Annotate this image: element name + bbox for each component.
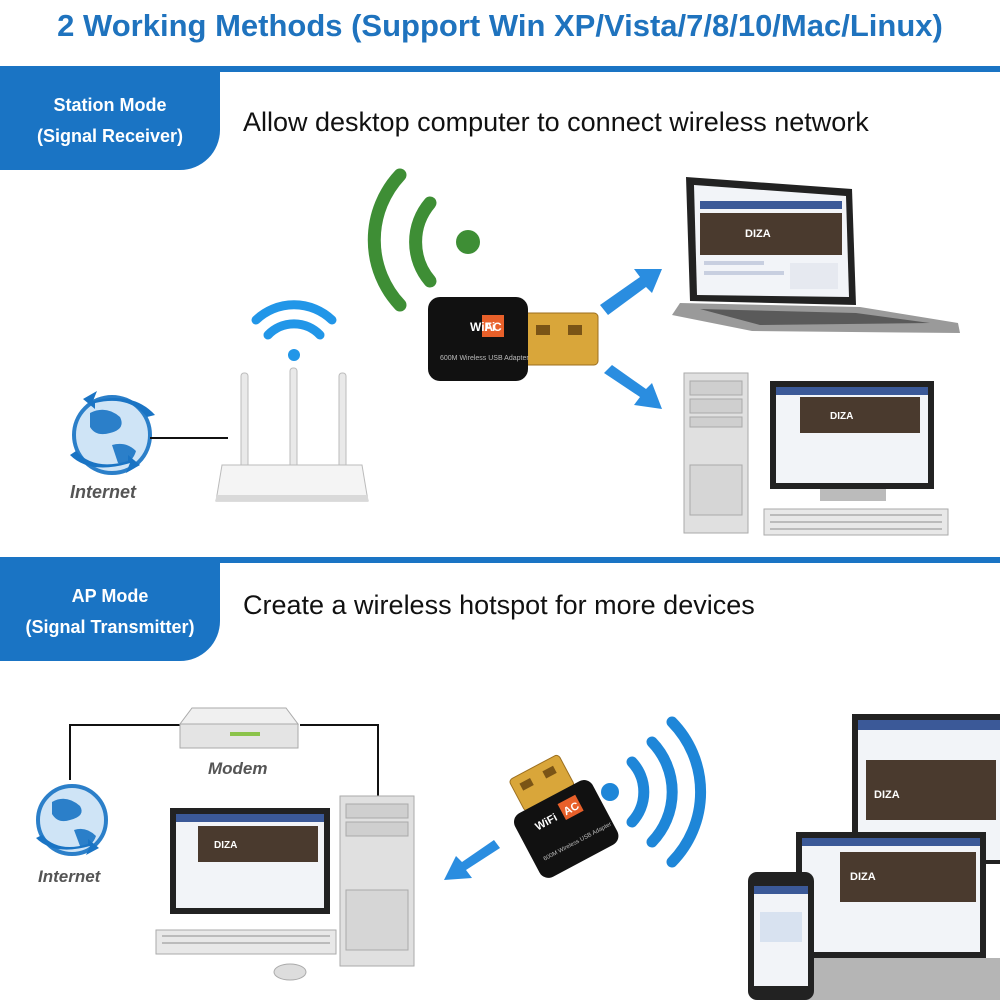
page-title: 2 Working Methods (Support Win XP/Vista/… (57, 8, 943, 43)
ap-mode-tab-subtitle: (Signal Transmitter) (25, 617, 195, 637)
station-mode-tab: Station Mode (Signal Receiver) (0, 72, 220, 170)
laptop-icon: DIZA (760, 832, 1000, 1000)
ap-laptop-screen-brand: DIZA (850, 871, 876, 883)
header-divider (0, 66, 1000, 72)
arrow-icon (444, 840, 500, 880)
laptop-icon: DIZA (672, 177, 960, 333)
ap-monitor-screen-brand: DIZA (874, 789, 900, 801)
wifi-icon (251, 300, 337, 361)
desktop-icon: DIZA (683, 372, 949, 536)
laptop-screen-brand: DIZA (745, 228, 771, 240)
adapter-brand: WiFi (470, 320, 495, 334)
usb-adapter-icon: AC WiFi 600M Wireless USB Adapter (509, 754, 619, 878)
desktop-screen-brand: DIZA (830, 411, 853, 422)
station-mode-diagram: Internet AC WiFi 600M Wireless USB Adapt… (70, 168, 960, 536)
modem-label: Modem (208, 759, 268, 778)
wifi-icon (367, 168, 480, 312)
ap-internet-label: Internet (38, 867, 102, 886)
modem-cable (69, 724, 379, 800)
arrow-icon (604, 365, 662, 409)
station-mode-tab-subtitle: (Signal Receiver) (36, 126, 184, 146)
station-internet-label: Internet (70, 482, 137, 502)
ap-mode-diagram: Modem Internet DIZA AC WiFi 600M Wir (36, 707, 1000, 1000)
wifi-icon (601, 716, 707, 868)
ap-mode-tab: AP Mode (Signal Transmitter) (0, 563, 220, 661)
ap-desktop-screen-brand: DIZA (214, 840, 237, 851)
ap-mode-description: Create a wireless hotspot for more devic… (243, 590, 755, 620)
section-divider (0, 557, 1000, 563)
adapter-badge: AC (484, 320, 502, 334)
ap-mode-tab-title: AP Mode (71, 586, 149, 606)
station-mode-description: Allow desktop computer to connect wirele… (243, 107, 869, 137)
modem-icon (179, 707, 299, 749)
station-mode-tab-title: Station Mode (53, 95, 167, 115)
globe-icon (36, 784, 108, 856)
globe-icon (70, 391, 155, 475)
desktop-icon: DIZA (155, 795, 415, 981)
adapter-text: 600M Wireless USB Adapter (440, 355, 529, 362)
arrow-icon (600, 269, 662, 315)
router-icon (215, 367, 369, 502)
usb-adapter-icon: AC WiFi 600M Wireless USB Adapter (428, 297, 599, 381)
phone-icon (748, 872, 814, 1000)
